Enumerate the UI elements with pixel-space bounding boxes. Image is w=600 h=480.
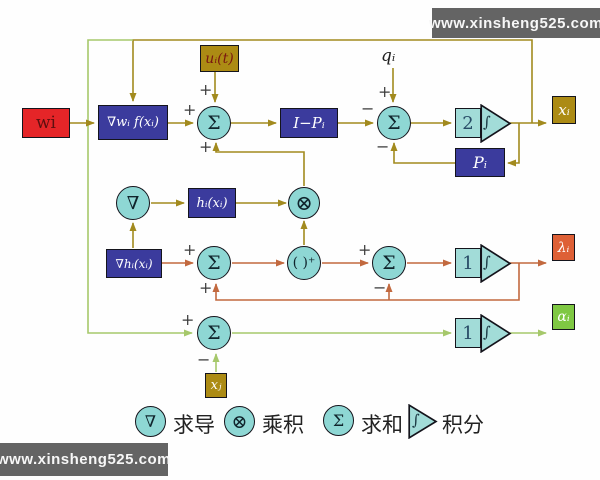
watermark-top-text: www.xinsheng525.com bbox=[429, 14, 600, 32]
watermark-bottom-text: www.xinsheng525.com bbox=[0, 451, 171, 468]
lambda-output-block: λᵢ bbox=[552, 234, 575, 261]
p-block-label: Pᵢ bbox=[473, 153, 487, 172]
lambda-output-label: λᵢ bbox=[557, 239, 570, 256]
nabla-symbol: ∇ bbox=[126, 192, 140, 214]
ut-label: uᵢ(t) bbox=[205, 50, 234, 67]
wi-input-block: wi bbox=[22, 108, 70, 138]
sum3-node: Σ bbox=[197, 316, 231, 350]
projection-node: ( )⁺ bbox=[287, 246, 321, 280]
alpha-output-block: αᵢ bbox=[552, 304, 575, 330]
nabla-node: ∇ bbox=[116, 186, 150, 220]
sign-sum2-top: + bbox=[378, 82, 392, 101]
legend-nabla-symbol: ∇ bbox=[144, 412, 157, 431]
sign-sum1-top: + bbox=[199, 80, 213, 99]
legend-integral-symbol: ∫ bbox=[412, 411, 420, 429]
sign-sum2-bottom: − bbox=[376, 137, 390, 156]
otimes-node: ⊗ bbox=[288, 187, 320, 219]
integrator2-gain: 2 bbox=[455, 108, 481, 138]
ut-input-block: uᵢ(t) bbox=[200, 45, 239, 72]
integrator1-integral-icon: ∫ bbox=[483, 253, 491, 271]
integrator1-gain-label: 1 bbox=[462, 252, 474, 274]
integrator1b-integral-icon: ∫ bbox=[483, 323, 491, 341]
sum2a-sigma: Σ bbox=[207, 252, 221, 274]
sign-sum2b-bottom: − bbox=[373, 278, 387, 297]
integrator1b-gain: 1 bbox=[455, 318, 481, 348]
legend-otimes-label: 乘积 bbox=[262, 413, 304, 437]
legend-integrator-icon bbox=[408, 404, 438, 439]
xj-input-block: xⱼ bbox=[205, 373, 227, 398]
legend-sigma-label: 求和 bbox=[361, 413, 403, 437]
legend-otimes-icon: ⊗ bbox=[224, 406, 255, 437]
integrator2-gain-label: 2 bbox=[462, 112, 474, 134]
i-minus-p-block: I−Pᵢ bbox=[280, 108, 338, 138]
sum2b-node: Σ bbox=[372, 246, 406, 280]
alpha-output-label: αᵢ bbox=[557, 309, 570, 325]
wi-label: wi bbox=[36, 113, 56, 133]
legend-nabla-icon: ∇ bbox=[135, 406, 166, 437]
xj-input-label: xⱼ bbox=[210, 378, 222, 393]
integrator2-integral-icon: ∫ bbox=[483, 113, 491, 131]
integrator1b-gain-label: 1 bbox=[462, 322, 474, 344]
integrator1-gain: 1 bbox=[455, 248, 481, 278]
h-block-label: hᵢ(xᵢ) bbox=[196, 195, 228, 211]
q-label: qᵢ bbox=[381, 46, 396, 66]
integrator2-triangle-icon bbox=[480, 104, 512, 143]
gradient-wf-block: ∇wᵢ f(xᵢ) bbox=[98, 105, 168, 140]
h-block: hᵢ(xᵢ) bbox=[188, 188, 236, 218]
sum2-node: Σ bbox=[377, 106, 411, 140]
sum2-sigma: Σ bbox=[387, 112, 401, 134]
sign-sum3-left: + bbox=[181, 310, 195, 329]
sum1-sigma: Σ bbox=[207, 112, 221, 134]
gradient-h-block: ∇hᵢ(xᵢ) bbox=[106, 249, 162, 278]
integrator1b-triangle-icon bbox=[480, 314, 512, 353]
sign-sum1-bottom: + bbox=[199, 137, 213, 156]
i-minus-p-label: I−Pᵢ bbox=[293, 114, 325, 132]
sum1-node: Σ bbox=[197, 106, 231, 140]
watermark-top: www.xinsheng525.com bbox=[429, 8, 600, 38]
edge-p-sum2 bbox=[390, 142, 455, 164]
xi-output-label: xᵢ bbox=[558, 101, 570, 119]
edge-otimes-sum1 bbox=[212, 142, 305, 186]
edge-xi-p bbox=[507, 123, 520, 167]
legend-integrator-label: 积分 bbox=[442, 413, 484, 437]
edge-lambda-feedback-sum2a bbox=[212, 263, 520, 301]
sign-sum2a-left: + bbox=[183, 240, 197, 259]
integrator1-triangle-icon bbox=[480, 244, 512, 283]
legend-otimes-symbol: ⊗ bbox=[231, 410, 248, 433]
sign-sum2a-bottom: + bbox=[199, 278, 213, 297]
edge-left-feedback-sum3 bbox=[87, 39, 193, 337]
legend-sigma-symbol: Σ bbox=[332, 411, 345, 430]
sum3-sigma: Σ bbox=[207, 322, 221, 344]
xi-output-block: xᵢ bbox=[552, 96, 576, 124]
gradient-h-label: ∇hᵢ(xᵢ) bbox=[115, 256, 153, 271]
watermark-bottom: www.xinsheng525.com bbox=[0, 443, 171, 476]
sign-sum3-bottom: − bbox=[197, 350, 211, 369]
sum2a-node: Σ bbox=[197, 246, 231, 280]
sum2b-sigma: Σ bbox=[382, 252, 396, 274]
sign-sum1-left: + bbox=[183, 100, 197, 119]
sign-sum2-left: − bbox=[361, 99, 375, 118]
otimes-symbol: ⊗ bbox=[295, 191, 313, 215]
projection-symbol: ( )⁺ bbox=[292, 255, 316, 271]
legend-sigma-icon: Σ bbox=[323, 405, 354, 436]
sign-sum2b-left: + bbox=[358, 240, 372, 259]
edge-xi-top-feedback bbox=[129, 39, 533, 123]
p-block: Pᵢ bbox=[455, 148, 505, 177]
gradient-wf-label: ∇wᵢ f(xᵢ) bbox=[107, 115, 159, 130]
legend-nabla-label: 求导 bbox=[173, 413, 215, 437]
